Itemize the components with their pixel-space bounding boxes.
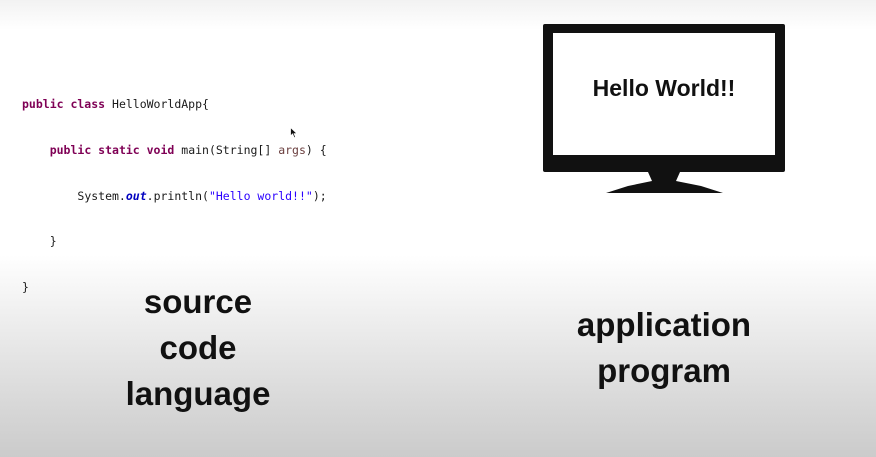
code-keyword: public static void (49, 143, 182, 157)
code-text: ) { (305, 143, 327, 157)
code-static-field: out (125, 188, 147, 203)
application-program-label: application program (540, 302, 788, 394)
screen-text: Hello World!! (592, 74, 736, 101)
source-code-label: source code language (98, 279, 298, 417)
code-snippet: public class HelloWorldApp{ public stati… (22, 67, 327, 310)
monitor-screen: Hello World!! (553, 33, 775, 155)
code-line-4: } (22, 234, 57, 249)
code-string: "Hello world!!" (208, 188, 313, 203)
monitor-stand (606, 172, 723, 199)
code-variable: args (278, 143, 306, 157)
mouse-pointer-icon (290, 126, 299, 144)
label-line: language (125, 375, 271, 412)
label-line: program (597, 352, 731, 389)
code-line-1: public class HelloWorldApp{ (22, 97, 327, 112)
label-line: code (159, 329, 237, 366)
code-text: .println( (146, 188, 209, 203)
code-indent (22, 143, 50, 157)
label-line: application (576, 306, 752, 343)
code-text: main(String[] (181, 143, 279, 157)
code-text: ); (312, 188, 327, 203)
code-keyword: public class (22, 97, 113, 112)
code-indent (22, 189, 77, 203)
code-line-2: public static void main(String[] args) { (22, 143, 327, 158)
label-line: source (143, 283, 253, 320)
monitor-icon: Hello World!! (543, 24, 785, 172)
code-line-5: } (22, 279, 29, 294)
code-text: HelloWorldApp{ (112, 97, 209, 112)
code-line-3: System.out.println("Hello world!!"); (22, 189, 327, 204)
code-text: System. (77, 188, 126, 203)
